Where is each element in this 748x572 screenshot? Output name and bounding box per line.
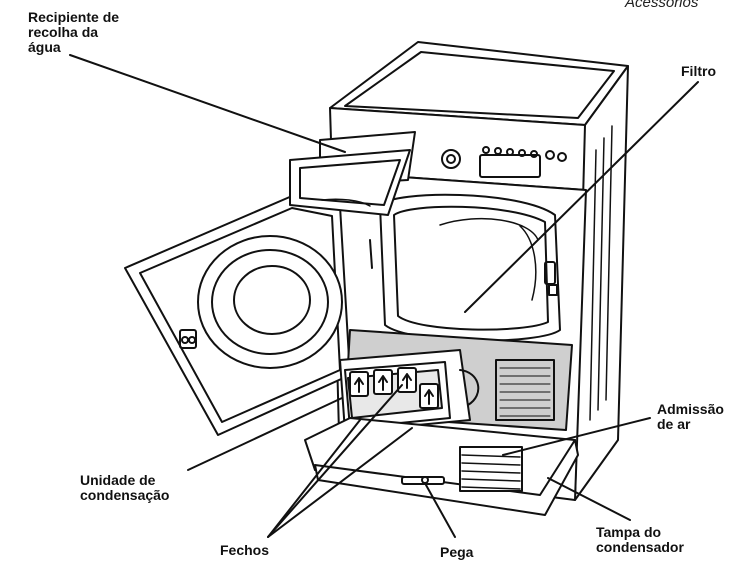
leader-latch-3 — [267, 427, 413, 538]
page-header: Acessórios — [625, 0, 699, 11]
label-water-container: Recipiente de recolha da água — [28, 9, 120, 55]
leader-water-container — [69, 54, 346, 153]
label-filter: Filtro — [681, 63, 716, 79]
leader-condenser-unit — [187, 397, 343, 471]
leader-latch-1 — [267, 419, 361, 538]
dryer-door — [124, 195, 351, 436]
leader-latch-2 — [267, 384, 403, 538]
drum-opening — [369, 193, 561, 342]
leader-lines — [69, 54, 699, 538]
label-air-intake: Admissão de ar — [657, 401, 724, 432]
condenser-cover — [304, 417, 579, 516]
leader-filter — [464, 81, 699, 313]
label-latches: Fechos — [220, 542, 270, 558]
dryer-side — [574, 65, 629, 501]
label-condenser-unit: Unidade de condensação — [80, 472, 170, 503]
leader-handle — [425, 484, 456, 538]
leader-air-intake — [502, 417, 651, 456]
label-handle: Pega — [440, 544, 474, 560]
leader-condenser-cover — [547, 477, 631, 521]
water-container — [289, 131, 416, 216]
label-condenser-cover: Tampa do condensador — [596, 524, 684, 555]
